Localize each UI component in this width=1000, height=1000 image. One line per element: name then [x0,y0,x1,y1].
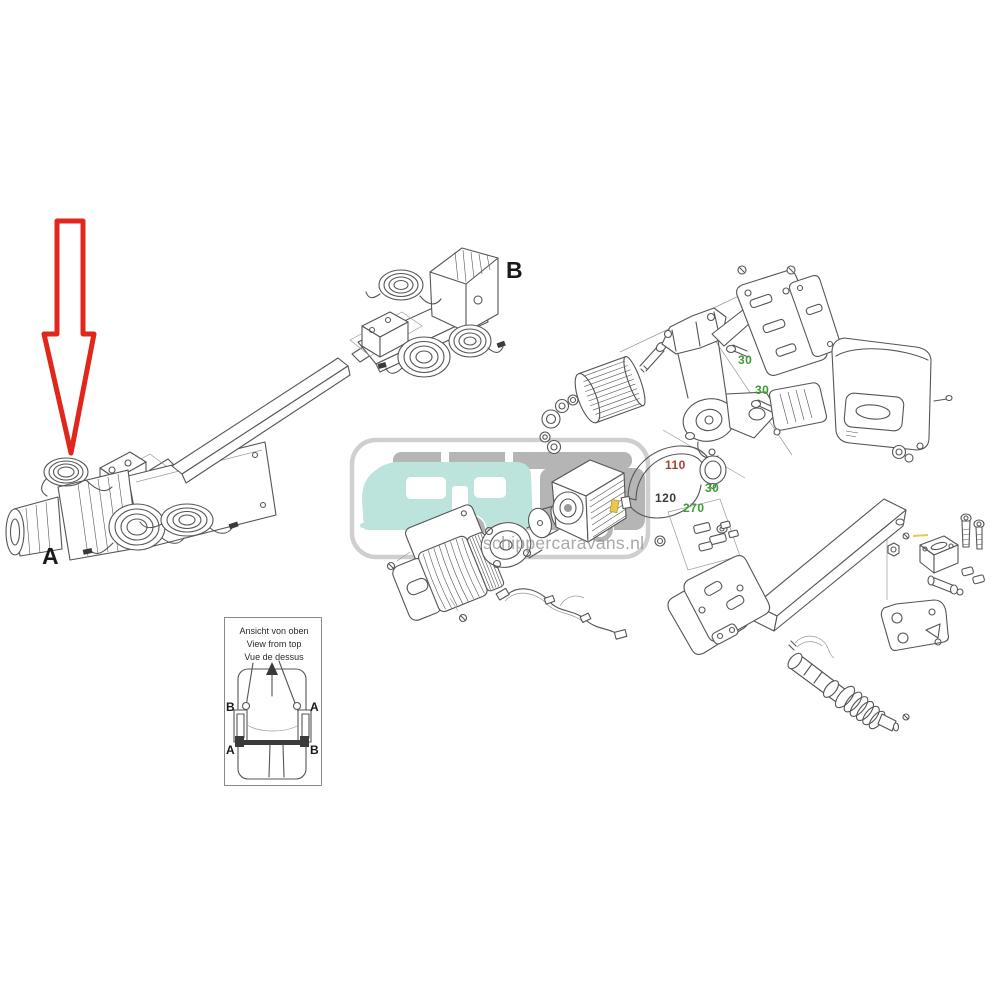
drive-roller-group [386,431,628,640]
mover-unit-a [5,441,277,561]
bolts [960,513,985,550]
motor-block [551,459,628,543]
mover-unit-b [171,247,506,484]
inset-title-de: Ansicht von oben [239,626,309,636]
flange-motor [480,521,543,569]
hose-and-clamp [620,431,728,547]
yellow-label-tab [609,499,620,514]
small-drum [528,504,564,539]
callout-110: 110 [665,458,686,472]
mounting-bracket-plate [880,599,950,652]
inset-title-fr: Vue de dessus [244,652,304,662]
callout-30-upper: 30 [738,353,753,367]
inset-label-bottom-right: B [310,743,319,757]
top-view-diagram [233,660,312,780]
callout-120: 120 [655,491,677,505]
red-arrow [41,218,97,456]
fastener-kit-270 [667,498,741,571]
inset-label-top-left: B [226,700,235,714]
inset-label-bottom-left: A [226,743,235,757]
cable-coil-a-middle [82,503,185,555]
rotor-drum [574,356,646,424]
callout-30-clamp: 30 [705,481,720,495]
cable-coil-a-right [139,503,239,537]
cable-coil-b-top [365,269,442,305]
cross-beam-group [667,498,985,732]
callout-270: 270 [683,501,705,515]
unit-a-label: A [42,543,59,569]
cable-coil-b-middle [377,336,451,378]
mounting-plates [736,265,842,376]
gear-swing-arm-group [541,265,953,571]
cable-coil-a-top [41,457,113,497]
swivel-bracket [919,535,959,574]
callout-30-lower: 30 [755,383,770,397]
top-view-inset: Ansicht von oben View from top Vue de de… [224,617,322,786]
motor-cover [831,337,953,463]
watermark-text: schippercaravans.nl [483,533,645,553]
unit-b-label: B [506,257,523,283]
inset-label-top-right: A [310,700,319,714]
beam-end-plates [667,554,771,656]
inset-title-en: View from top [246,639,302,649]
cable-coil-b-right [448,324,506,358]
wiring-harness [495,587,628,640]
spindle-with-spring [787,635,910,732]
